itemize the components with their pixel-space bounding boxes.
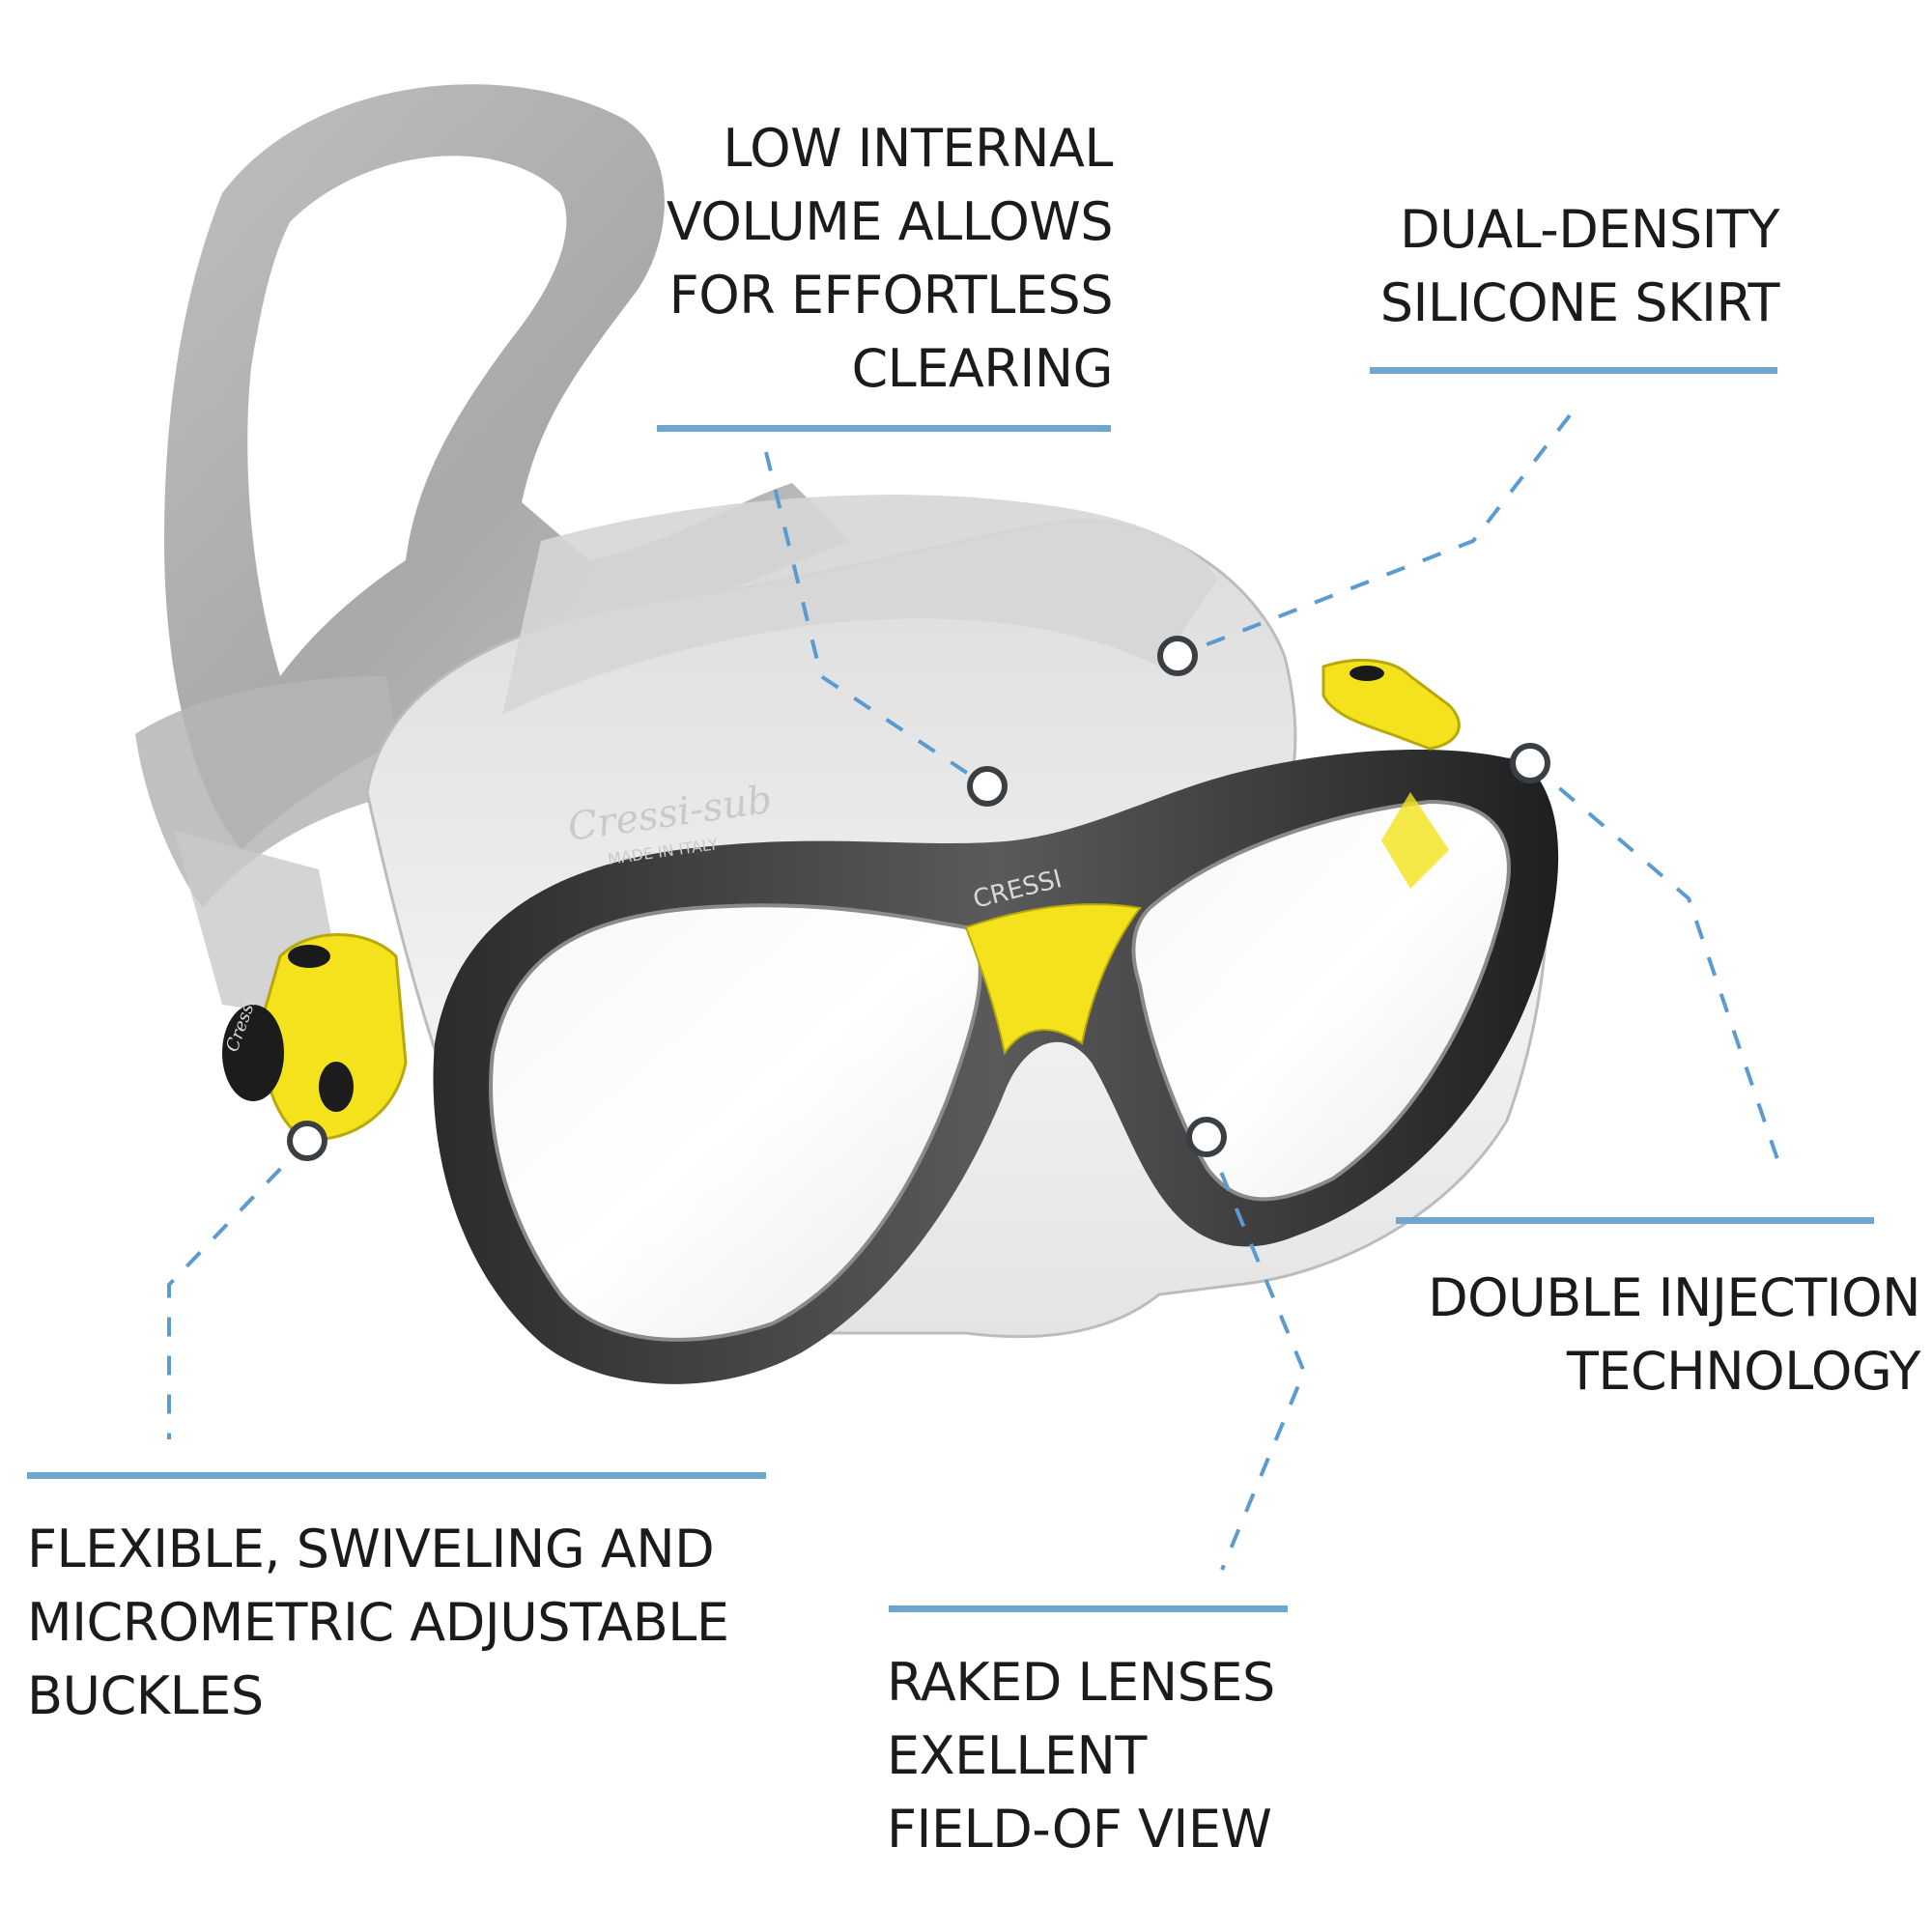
callout-rule-dual-density xyxy=(1370,367,1777,374)
callout-line: TECHNOLOGY xyxy=(1566,1341,1921,1402)
leader-buckles xyxy=(167,1139,309,1439)
callout-markers xyxy=(287,636,1550,1161)
leader-lines xyxy=(167,413,1779,1571)
marker-double-injection-icon xyxy=(1510,743,1550,783)
callout-line: FOR EFFORTLESS xyxy=(668,265,1114,326)
callout-rule-raked-lenses xyxy=(889,1605,1288,1612)
marker-raked-lenses-icon xyxy=(1186,1117,1227,1157)
callout-rule-low-volume xyxy=(657,425,1111,432)
callout-line: MICROMETRIC ADJUSTABLE xyxy=(27,1592,729,1653)
callout-line: FIELD-OF VIEW xyxy=(887,1799,1272,1860)
callout-line: LOW INTERNAL xyxy=(723,118,1113,179)
callout-buckles: FLEXIBLE, SWIVELING AND MICROMETRIC ADJU… xyxy=(27,1513,729,1733)
callout-rule-double-injection xyxy=(1396,1217,1874,1224)
leader-double-injection xyxy=(1528,761,1779,1160)
callout-line: DUAL-DENSITY xyxy=(1400,199,1779,260)
callout-line: CLEARING xyxy=(851,338,1113,399)
callout-line: BUCKLES xyxy=(27,1665,264,1726)
callout-low-volume: LOW INTERNAL VOLUME ALLOWS FOR EFFORTLES… xyxy=(666,112,1114,406)
callout-dual-density: DUAL-DENSITY SILICONE SKIRT xyxy=(1379,193,1780,340)
callout-line: RAKED LENSES xyxy=(887,1652,1275,1713)
marker-buckles-icon xyxy=(287,1121,327,1161)
leader-dual-density xyxy=(1177,413,1572,658)
callout-line: SILICONE SKIRT xyxy=(1379,272,1780,333)
callout-rule-buckles xyxy=(27,1472,766,1479)
callout-line: EXELLENT xyxy=(887,1725,1147,1786)
leader-raked-lenses xyxy=(1205,1136,1307,1571)
right-buckle xyxy=(1321,658,1461,889)
callout-raked-lenses: RAKED LENSES EXELLENT FIELD-OF VIEW xyxy=(887,1646,1275,1866)
callout-line: DOUBLE INJECTION xyxy=(1428,1267,1920,1328)
leader-low-volume xyxy=(764,451,989,788)
marker-dual-density-icon xyxy=(1157,636,1198,676)
marker-low-volume-icon xyxy=(967,766,1008,807)
callout-line: FLEXIBLE, SWIVELING AND xyxy=(27,1519,715,1579)
callout-line: VOLUME ALLOWS xyxy=(666,191,1114,252)
left-buckle: Cressi xyxy=(222,933,408,1142)
callout-double-injection: DOUBLE INJECTION TECHNOLOGY xyxy=(1428,1262,1920,1408)
